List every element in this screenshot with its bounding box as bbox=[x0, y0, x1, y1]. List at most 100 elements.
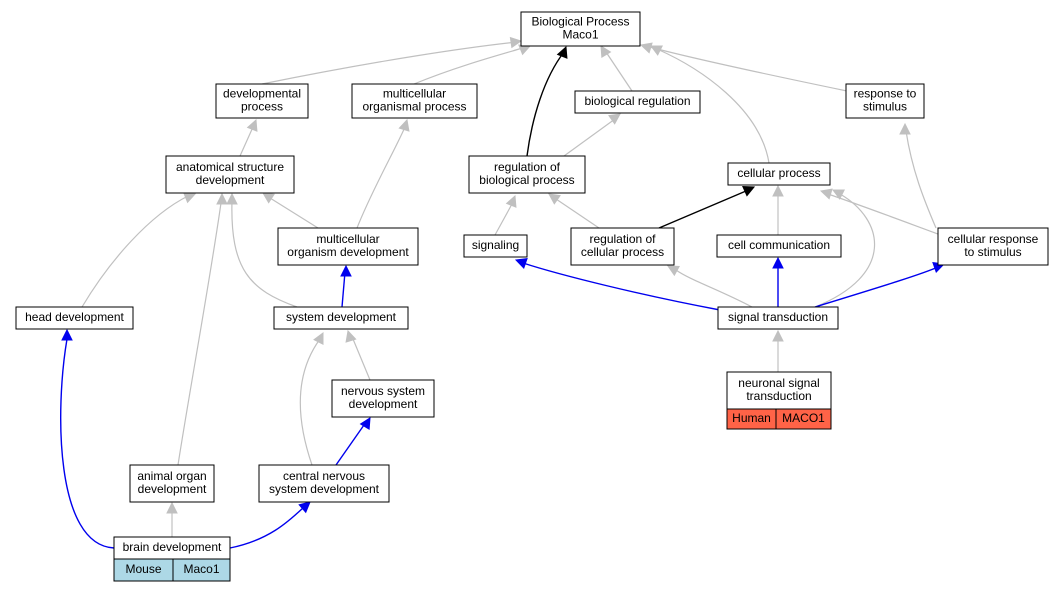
node-box bbox=[463, 234, 528, 258]
edge-grey-4 bbox=[645, 45, 848, 92]
node-label: cell communication bbox=[728, 238, 830, 252]
edge-grey-14 bbox=[231, 199, 298, 308]
node-label: cellular process bbox=[581, 245, 664, 259]
arrowhead-grey-0 bbox=[509, 36, 523, 49]
node-biological-regulation[interactable]: biological regulation bbox=[574, 90, 701, 114]
arrowhead-blue-25 bbox=[61, 328, 73, 341]
arrowhead-grey-13 bbox=[216, 192, 228, 205]
node-brain-development[interactable]: brain development bbox=[113, 536, 231, 560]
edge-blue-25 bbox=[60, 338, 115, 549]
node-label: system development bbox=[269, 482, 380, 496]
arrowhead-grey-12 bbox=[183, 192, 197, 204]
edge-grey-1 bbox=[413, 46, 527, 85]
edge-grey-6 bbox=[239, 126, 254, 157]
node-label: signal transduction bbox=[728, 310, 828, 324]
arrowhead-blue-29 bbox=[359, 417, 371, 430]
node-label: regulation of bbox=[589, 232, 656, 246]
node-box bbox=[717, 306, 839, 330]
edge-grey-9 bbox=[905, 130, 937, 229]
node-label: nervous system bbox=[341, 384, 425, 398]
edge-black-17 bbox=[658, 190, 747, 229]
node-system-development[interactable]: system development bbox=[273, 306, 409, 330]
node-box bbox=[215, 83, 309, 119]
node-label: signaling bbox=[472, 238, 519, 252]
node-label: central nervous bbox=[283, 469, 365, 483]
edge-grey-19 bbox=[827, 193, 939, 235]
annotation-cell-gene bbox=[775, 408, 832, 430]
node-cellular-process[interactable]: cellular process bbox=[727, 162, 831, 186]
arrowhead-blue-21 bbox=[514, 257, 528, 269]
arrowhead-grey-26 bbox=[166, 501, 178, 514]
arrowhead-grey-19 bbox=[819, 188, 833, 200]
node-box bbox=[273, 306, 409, 330]
arrowhead-grey-14 bbox=[226, 192, 238, 205]
node-box bbox=[258, 464, 390, 503]
arrowhead-grey-16 bbox=[548, 193, 561, 205]
node-signaling[interactable]: signaling bbox=[463, 234, 528, 258]
edge-grey-12 bbox=[81, 195, 189, 308]
node-label: organismal process bbox=[362, 100, 466, 114]
arrowhead-grey-5 bbox=[650, 45, 663, 56]
arrowhead-blue-27 bbox=[298, 501, 311, 514]
arrowhead-grey-15 bbox=[505, 194, 517, 208]
annotation-species-label: Mouse bbox=[125, 562, 161, 576]
node-label: Biological Process bbox=[531, 15, 629, 29]
annotation-gene-label: Maco1 bbox=[183, 562, 219, 576]
node-label: organism development bbox=[287, 245, 409, 259]
annotation-species-label: Human bbox=[732, 411, 771, 425]
node-label: system development bbox=[286, 310, 397, 324]
node-box bbox=[845, 83, 925, 119]
node-box bbox=[716, 234, 842, 258]
node-label: animal organ bbox=[137, 469, 206, 483]
edge-blue-29 bbox=[335, 424, 365, 466]
node-box bbox=[165, 155, 295, 194]
node-label: multicellular bbox=[383, 87, 446, 101]
node-head-development[interactable]: head development bbox=[15, 306, 134, 330]
edge-blue-21 bbox=[522, 262, 721, 311]
node-label: brain development bbox=[123, 540, 222, 554]
edge-layer bbox=[60, 36, 946, 549]
node-label: biological process bbox=[479, 173, 574, 187]
edge-grey-8 bbox=[563, 118, 616, 157]
arrowhead-grey-30 bbox=[345, 329, 357, 343]
node-label: anatomical structure bbox=[176, 160, 284, 174]
edge-grey-0 bbox=[261, 41, 518, 85]
node-box bbox=[129, 464, 215, 503]
node-cell-communication[interactable]: cell communication bbox=[716, 234, 842, 258]
node-signal-transduction[interactable]: signal transduction bbox=[717, 306, 839, 330]
arrowhead-grey-31 bbox=[772, 329, 784, 342]
annotation-brain-development: Mouse Maco1 bbox=[113, 558, 231, 582]
arrowhead-grey-2 bbox=[600, 45, 612, 58]
arrowhead-grey-22 bbox=[667, 265, 680, 277]
arrowhead-grey-20 bbox=[832, 189, 845, 200]
arrowhead-grey-4 bbox=[639, 42, 653, 54]
arrowhead-black-17 bbox=[742, 186, 756, 197]
arrowhead-grey-7 bbox=[398, 118, 410, 132]
annotation-neuronal-signal-transduction: Human MACO1 bbox=[726, 408, 832, 430]
node-box bbox=[520, 11, 641, 47]
edge-grey-22 bbox=[675, 269, 753, 308]
node-label: cellular process bbox=[737, 166, 820, 180]
edge-grey-15 bbox=[494, 203, 513, 236]
arrowhead-grey-9 bbox=[899, 122, 911, 135]
node-label: developmental bbox=[223, 87, 301, 101]
node-box bbox=[277, 227, 419, 266]
node-label: cellular response bbox=[948, 232, 1039, 246]
node-box bbox=[331, 379, 435, 418]
annotation-gene-label: MACO1 bbox=[782, 411, 825, 425]
edge-grey-10 bbox=[269, 197, 319, 229]
